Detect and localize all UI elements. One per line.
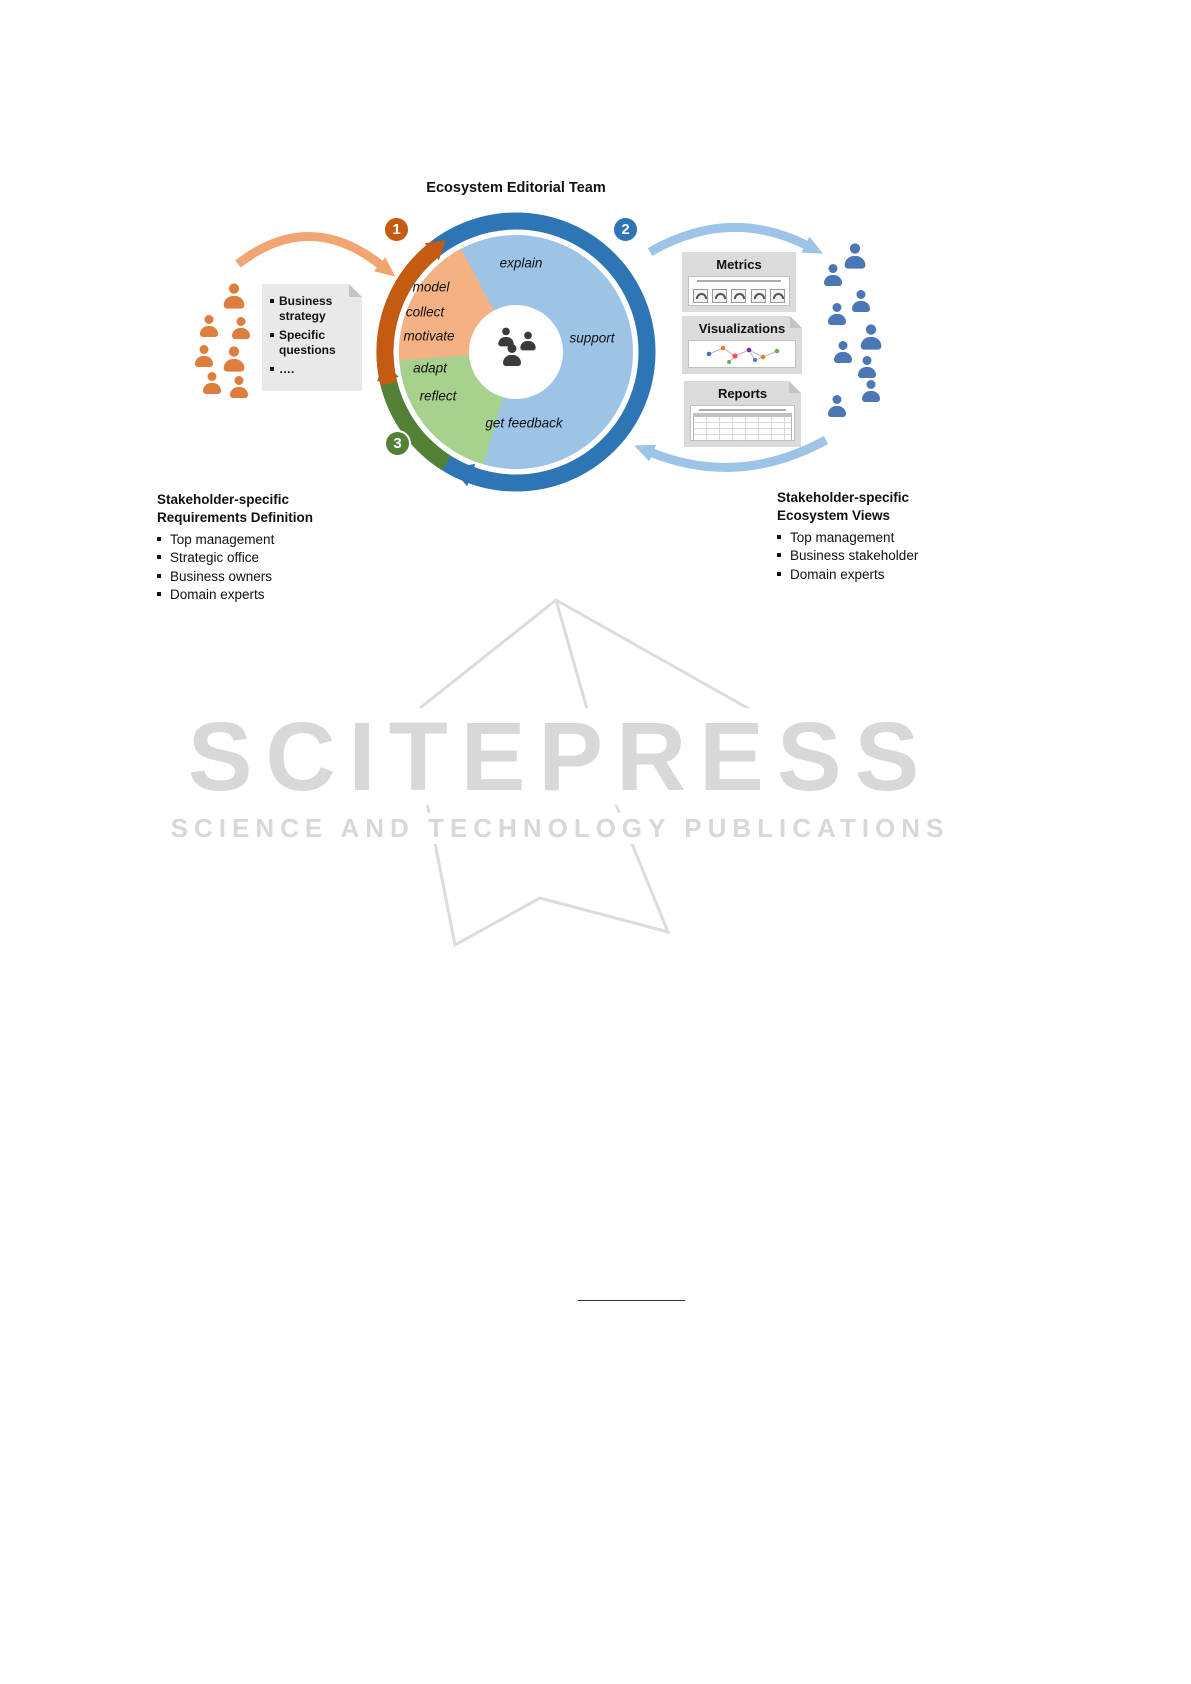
stakeholder-item: Domain experts (790, 566, 885, 582)
stakeholder-person-icon (844, 243, 866, 269)
stakeholder-person-icon (858, 356, 876, 378)
step-badge-1: 1 (383, 216, 410, 243)
gauge-icon (769, 289, 785, 303)
cycle-label-collect: collect (405, 304, 445, 320)
cycle-label-reflect: reflect (419, 388, 457, 404)
visualizations-preview (688, 340, 796, 368)
stakeholder-item: Strategic office (170, 550, 260, 566)
gauge-icon (731, 289, 747, 303)
editorial-team-person-icon (498, 328, 514, 347)
stakeholder-item: Top management (790, 530, 895, 546)
stakeholder-person-icon (862, 380, 880, 402)
note-item: Business strategy (279, 294, 333, 323)
stakeholder-person-icon (230, 376, 248, 398)
reports-title: Reports (717, 386, 768, 401)
bullet-icon (270, 333, 274, 337)
input-arrow (235, 232, 396, 277)
bullet-icon (777, 571, 781, 576)
step-badge-2-number: 2 (621, 221, 630, 238)
stakeholder-item: Business stakeholder (790, 548, 919, 564)
stakeholders-left-heading-2: Requirements Definition (157, 509, 314, 525)
gauge-icon (750, 289, 766, 303)
bullet-icon (157, 555, 161, 560)
watermark-wordmark: SCITEPRESS (140, 708, 980, 805)
cycle-label-model: model (412, 279, 450, 295)
step-badge-3-number: 3 (393, 435, 402, 452)
stakeholder-person-icon (834, 341, 852, 363)
stakeholder-person-icon (223, 346, 245, 372)
visualizations-title: Visualizations (698, 321, 786, 336)
cycle-label-explain: explain (499, 255, 543, 271)
stakeholder-person-icon (860, 324, 882, 350)
reports-box: Reports (684, 381, 801, 447)
stakeholder-person-icon (223, 283, 245, 309)
step-badge-3: 3 (384, 430, 411, 457)
metrics-preview (688, 276, 790, 306)
gauge-icon (693, 289, 709, 303)
stakeholders-right-heading-2: Ecosystem Views (777, 507, 891, 523)
stakeholder-person-icon (828, 395, 846, 417)
reports-preview (690, 405, 795, 441)
metrics-caption-bar (697, 280, 781, 282)
gauge-icon (712, 289, 728, 303)
footnote-rule (578, 1300, 685, 1301)
visualizations-box: Visualizations (682, 316, 802, 374)
stakeholder-person-icon (203, 372, 221, 394)
watermark-tagline: SCIENCE AND TECHNOLOGY PUBLICATIONS (140, 813, 980, 844)
note-item: …. (279, 362, 295, 376)
stakeholders-left-heading-1: Stakeholder-specific (157, 492, 290, 507)
stakeholder-item: Business owners (170, 568, 273, 584)
step-badge-1-number: 1 (392, 221, 401, 238)
network-graph-icon (706, 345, 780, 364)
stakeholders-right-heading-1: Stakeholder-specific (777, 490, 910, 505)
cycle-label-get-feedback: get feedback (485, 415, 563, 431)
bullet-icon (777, 553, 781, 558)
stakeholders-left-block: Stakeholder-specific Requirements Defini… (157, 491, 313, 604)
requirements-note: Business strategy Specific questions …. (262, 284, 362, 391)
stakeholder-person-icon (852, 290, 870, 312)
step-badge-2: 2 (612, 216, 639, 243)
stakeholder-item: Domain experts (170, 586, 265, 602)
stakeholder-person-icon (828, 303, 846, 325)
cycle-label-support: support (569, 330, 615, 346)
output-arrow-top (647, 223, 824, 256)
reports-caption-bar (699, 409, 786, 411)
metrics-title: Metrics (716, 257, 762, 272)
metrics-box: Metrics (682, 252, 796, 312)
stakeholder-person-icon (824, 264, 842, 286)
bullet-icon (157, 573, 161, 578)
bullet-icon (157, 537, 161, 542)
report-table-icon (693, 413, 792, 440)
stakeholders-right-block: Stakeholder-specific Ecosystem Views Top… (777, 489, 918, 584)
editorial-team-person-icon (503, 344, 521, 366)
stakeholder-person-icon (195, 345, 213, 367)
stakeholder-person-icon (232, 317, 250, 339)
bullet-icon (777, 535, 781, 540)
diagram-title: Ecosystem Editorial Team (426, 180, 606, 196)
bullet-icon (270, 299, 274, 303)
cycle-label-motivate: motivate (403, 328, 455, 344)
bullet-icon (270, 367, 274, 371)
stakeholder-person-icon (200, 315, 218, 337)
cycle-label-adapt: adapt (413, 360, 447, 376)
stakeholder-item: Top management (170, 532, 275, 548)
editorial-team-person-icon (520, 332, 536, 351)
note-item: Specific questions (279, 328, 336, 357)
bullet-icon (157, 591, 161, 596)
